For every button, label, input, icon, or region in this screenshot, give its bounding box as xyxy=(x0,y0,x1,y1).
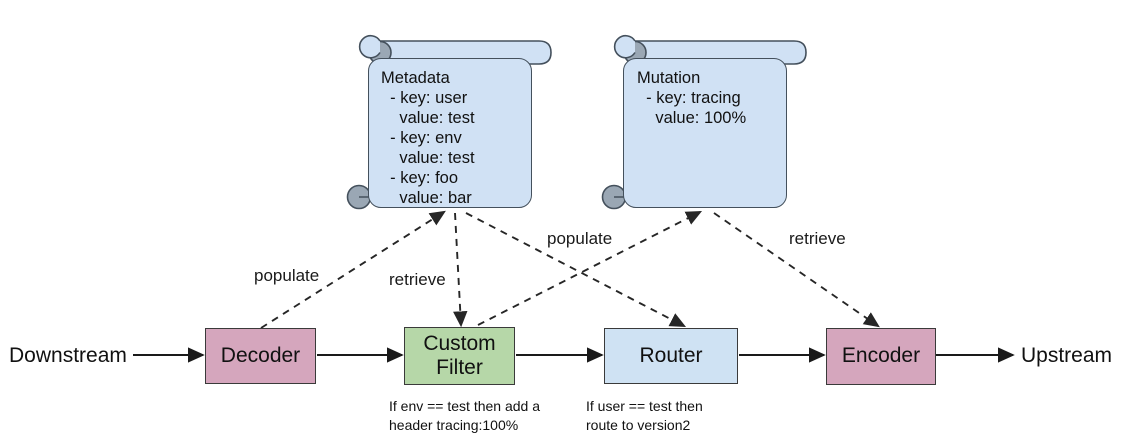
note-custom-filter: If env == test then add a header tracing… xyxy=(389,398,540,433)
node-custom-filter[interactable]: Custom Filter xyxy=(404,327,515,385)
metadata-scroll-body xyxy=(368,58,532,208)
node-custom-filter-label-line2: Filter xyxy=(436,356,483,379)
edge-label-retrieve-left: retrieve xyxy=(389,270,446,289)
note-router: If user == test then route to version2 xyxy=(586,398,703,433)
dashed-filter-to-mutation xyxy=(477,210,703,326)
dashed-decoder-to-metadata xyxy=(260,210,446,329)
metadata-scroll-text: Metadata - key: user value: test - key: … xyxy=(381,69,475,207)
dashed-metadata-to-filter xyxy=(453,212,468,328)
label-downstream: Downstream xyxy=(9,344,127,367)
edge-label-populate-right: populate xyxy=(547,229,613,248)
edge-label-retrieve-right: retrieve xyxy=(789,229,846,248)
node-encoder-label: Encoder xyxy=(841,344,921,368)
node-encoder[interactable]: Encoder xyxy=(826,328,936,385)
mutation-scroll-body xyxy=(623,58,787,208)
node-decoder-label: Decoder xyxy=(220,343,301,367)
dashed-metadata-to-router xyxy=(465,212,687,328)
edge-label-populate-left: populate xyxy=(254,266,320,285)
label-upstream: Upstream xyxy=(1021,344,1113,367)
node-router[interactable]: Router xyxy=(604,328,738,384)
mutation-scroll-text: Mutation - key: tracing value: 100% xyxy=(637,69,747,127)
node-decoder[interactable]: Decoder xyxy=(205,328,316,384)
node-router-label: Router xyxy=(639,343,703,367)
node-custom-filter-label-line1: Custom xyxy=(423,331,496,355)
